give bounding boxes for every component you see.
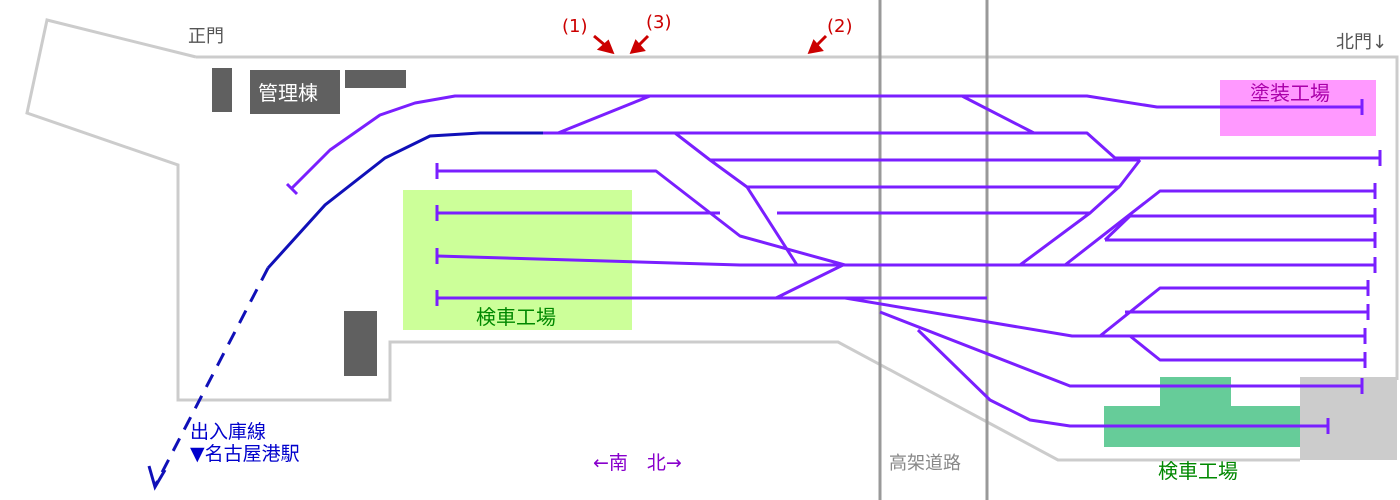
building-block-2 [345,70,406,88]
boundary-north [196,55,1399,380]
track-crossover-1 [557,94,651,135]
admin-building-label: 管理棟 [258,81,318,105]
track-shop-3 [436,254,1375,267]
station-label: ▼名古屋港駅 [190,443,300,465]
building-block-1 [212,68,232,112]
building-block-3 [344,311,377,376]
admin-building [250,70,340,114]
site-boundary [25,18,1399,462]
track-ladder-east [1019,159,1142,267]
track-lower-fan-1 [1099,286,1368,338]
depot-line-arrowhead [147,465,167,491]
track-lower-fan-3 [1129,334,1365,362]
photo-arrow-2-head [807,39,824,54]
storage-area [1300,377,1397,460]
inspection-shop-west-label: 検車工場 [476,305,556,329]
boundary-main [25,18,1300,462]
track-ladder-west [674,131,799,266]
track-east-fan-2 [1103,214,1375,242]
depot-line-dashed [154,267,270,485]
track-upper-arc-stop [285,182,299,196]
north-gate-label: 北門↓ [1336,32,1387,53]
track-east-fan-1 [1064,189,1375,267]
track-to-shop-east-1 [879,310,1362,388]
depot-line-solid [266,131,543,270]
photo-point-2-label: (2) [827,16,853,37]
elevated-road [878,0,989,500]
tracks [285,94,1382,434]
paint-shop-label: 塗装工場 [1250,81,1330,105]
direction-label: ←南 北→ [593,452,682,474]
main-gate-label: 正門 [188,26,224,47]
photo-point-3-label: (3) [646,12,672,33]
inspection-shop-east-label: 検車工場 [1158,459,1238,483]
elevated-road-label: 高架道路 [889,453,961,474]
track-shop-1 [437,169,846,267]
photo-arrow-1-head [596,39,615,55]
depot-line-label: 出入庫線 [190,421,266,443]
inspection-shop-east-area [1104,377,1300,447]
track-crossover-2 [961,94,1035,135]
photo-arrow-3-head [629,39,646,54]
track-second-lead [543,131,1380,160]
photo-point-1-label: (1) [562,16,588,37]
track-crossover-3 [775,263,844,300]
photo-arrows [593,34,828,55]
track-to-shop-east-2 [916,328,1328,428]
depot-line [147,131,543,491]
track-upper-arc [290,94,1362,190]
track-lower-lead [844,296,1365,338]
